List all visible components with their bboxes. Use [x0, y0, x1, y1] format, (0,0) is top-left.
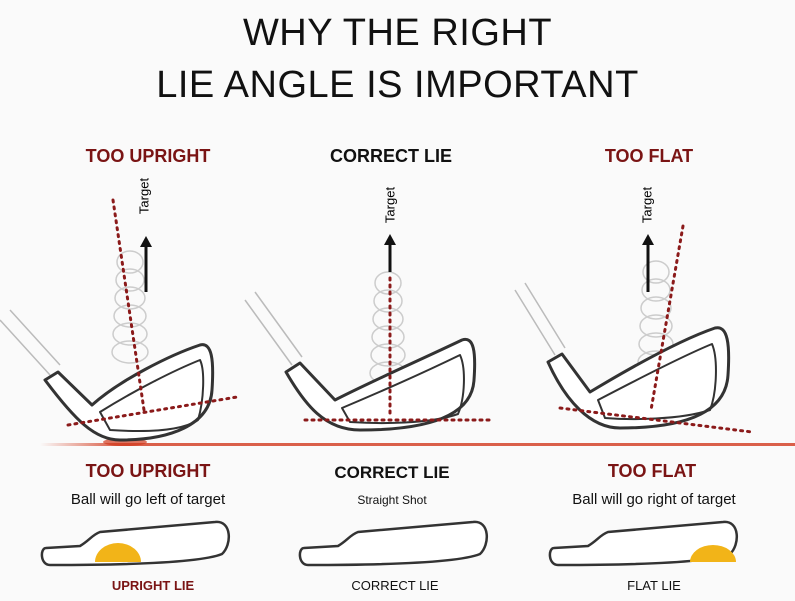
- target-label: Target: [382, 186, 398, 224]
- result-heading-upright: TOO UPRIGHT: [85, 461, 211, 481]
- description-correct: Straight Shot: [357, 493, 427, 507]
- heading-correct-lie: CORRECT LIE: [329, 146, 453, 166]
- heading-too-flat: TOO FLAT: [604, 146, 694, 166]
- sole-label-correct: CORRECT LIE: [351, 578, 439, 593]
- sole-label-upright: UPRIGHT LIE: [111, 578, 195, 593]
- correct-club: [244, 271, 477, 432]
- target-arrow-icon: [642, 234, 654, 292]
- ground-line: [40, 443, 795, 446]
- description-upright: Ball will go left of target: [70, 491, 226, 508]
- flat-club: [514, 260, 731, 430]
- title-line-1: WHY THE RIGHT: [242, 12, 553, 54]
- upright-guides: [66, 198, 239, 427]
- description-flat: Ball will go right of target: [572, 491, 736, 508]
- target-label: Target: [136, 177, 152, 215]
- result-heading-flat: TOO FLAT: [607, 461, 697, 481]
- sole-label-flat: FLAT LIE: [627, 578, 681, 593]
- result-heading-correct: CORRECT LIE: [334, 463, 450, 482]
- target-label: Target: [639, 186, 655, 224]
- correct-sole: [298, 520, 488, 567]
- contact-area: [95, 543, 141, 562]
- heading-too-upright: TOO UPRIGHT: [85, 146, 211, 166]
- target-arrow-icon: [384, 234, 396, 272]
- flat-sole: [548, 520, 738, 567]
- upright-club: [0, 250, 215, 442]
- target-arrow-icon: [140, 236, 152, 292]
- title-line-2: LIE ANGLE IS IMPORTANT: [156, 64, 639, 106]
- contact-area: [690, 545, 736, 562]
- flat-guides: [558, 224, 754, 434]
- correct-guides: [303, 276, 492, 422]
- upright-sole: [40, 520, 230, 567]
